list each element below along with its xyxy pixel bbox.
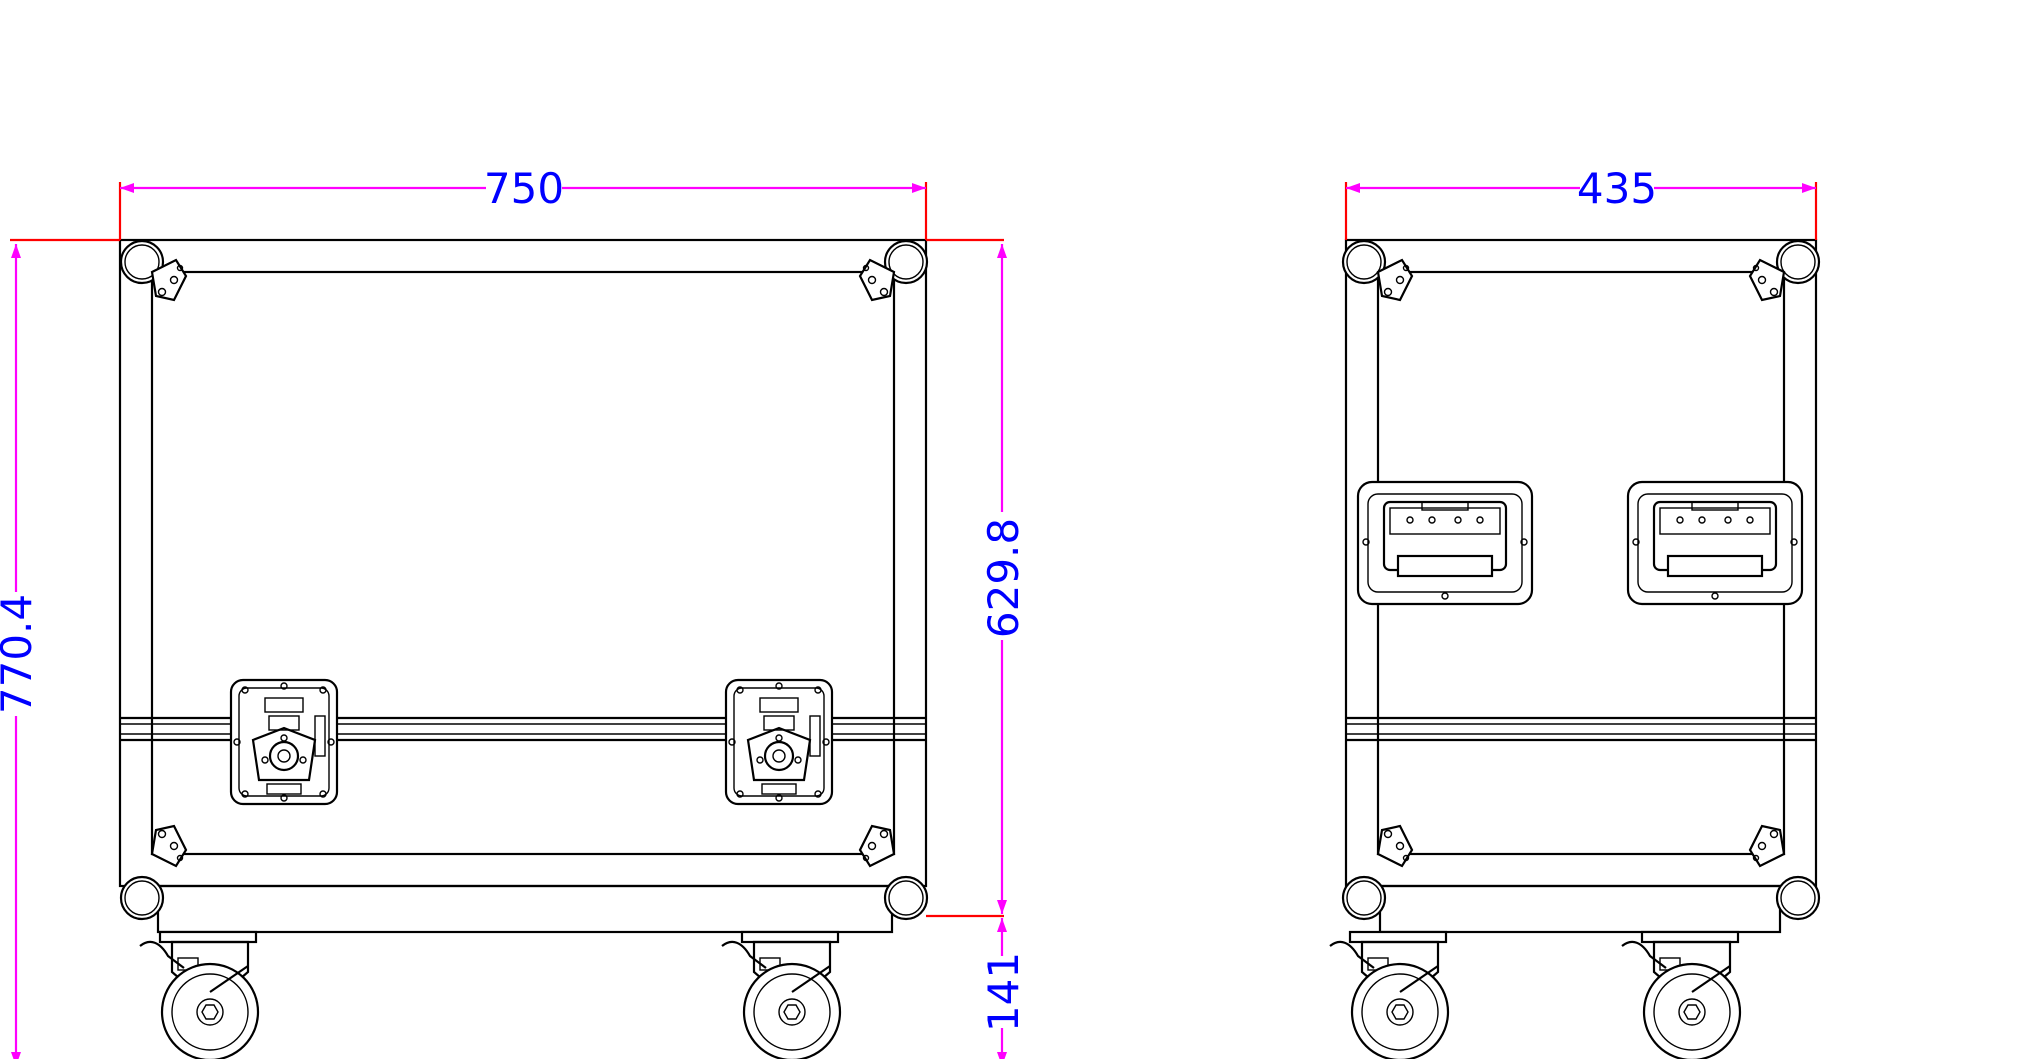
butterfly-latch <box>229 678 339 806</box>
ball-corner <box>1775 875 1821 921</box>
side-bottom-skid <box>1378 884 1782 934</box>
recessed-handle <box>1626 480 1804 606</box>
corner-brace <box>1376 824 1414 868</box>
extension-lines <box>10 182 1818 918</box>
corner-brace <box>150 824 188 868</box>
dimensions: 750 435 770.4 629.8 141 <box>0 164 1818 1059</box>
front-view <box>118 238 929 1059</box>
ball-corner <box>1341 875 1387 921</box>
side-depth-dimension: 435 <box>1577 164 1657 213</box>
caster-wheel <box>720 930 842 1059</box>
corner-brace <box>858 824 896 868</box>
ball-corner <box>883 875 929 921</box>
caster-height-dimension: 141 <box>979 952 1028 1032</box>
case-height-dimension: 629.8 <box>979 518 1028 638</box>
front-width-dimension: 750 <box>484 164 564 213</box>
recessed-handle <box>1356 480 1534 606</box>
dimension-lines <box>11 183 1816 1059</box>
ball-corner <box>119 875 165 921</box>
caster-wheel <box>1620 930 1742 1059</box>
front-case-panel <box>150 270 896 856</box>
caster-wheel <box>1328 930 1450 1059</box>
side-view <box>1328 238 1821 1059</box>
caster-wheel <box>138 930 260 1059</box>
front-bottom-skid <box>156 884 894 934</box>
butterfly-latch <box>724 678 834 806</box>
corner-brace <box>1748 824 1786 868</box>
total-height-dimension: 770.4 <box>0 594 41 714</box>
